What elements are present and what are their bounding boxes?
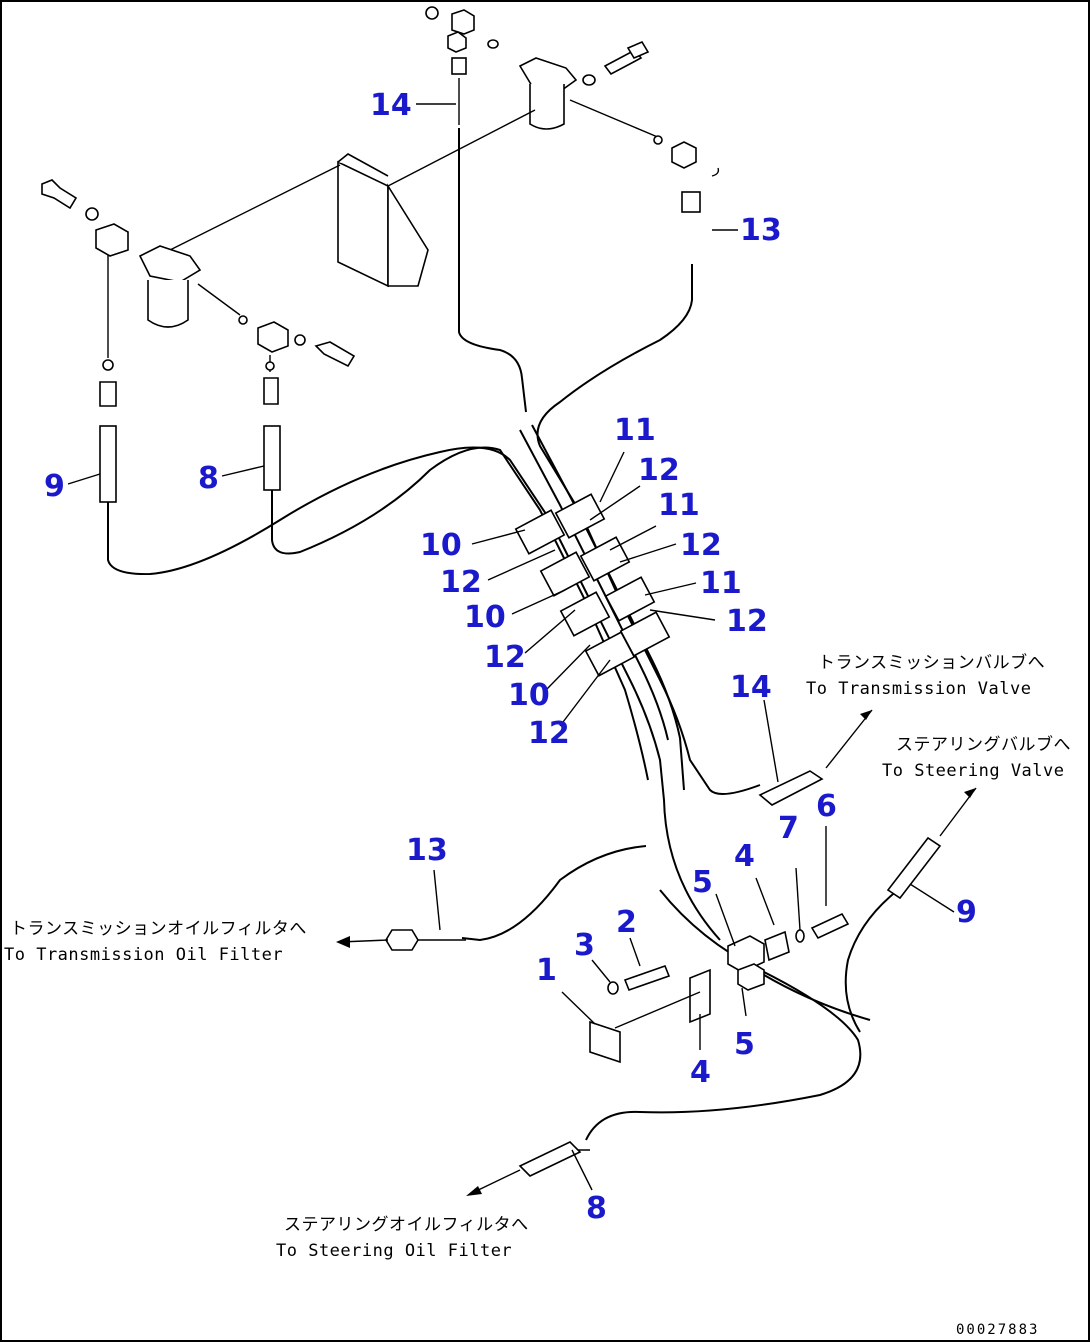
left-filter-assembly (41, 109, 536, 407)
callout-12: 12 (484, 640, 526, 675)
callout-9: 9 (44, 469, 65, 504)
callout-8: 8 (198, 461, 219, 496)
drawing-code: 00027883 (956, 1322, 1039, 1338)
destination-notes: トランスミッションバルブへ To Transmission Valve ステアリ… (4, 652, 1071, 1261)
callout-4: 4 (690, 1055, 711, 1090)
end-fittings (385, 770, 942, 1177)
callout-5: 5 (734, 1027, 755, 1062)
callout-14: 14 (370, 88, 412, 123)
callout-11: 11 (614, 413, 656, 448)
callout-10: 10 (508, 678, 550, 713)
callout-12: 12 (680, 528, 722, 563)
upper-filter-assembly (425, 6, 720, 213)
callout-5: 5 (692, 865, 713, 900)
callout-11: 11 (658, 488, 700, 523)
callout-10: 10 (464, 600, 506, 635)
callout-6: 6 (816, 789, 837, 824)
callout-8: 8 (586, 1191, 607, 1226)
callout-12: 12 (440, 565, 482, 600)
callout-12: 12 (638, 453, 680, 488)
callout-9: 9 (956, 895, 977, 930)
direction-arrows (336, 709, 977, 1196)
callout-labels: 14 13 9 8 11 12 11 10 12 12 11 12 10 12 … (44, 88, 977, 1226)
callout-4: 4 (734, 839, 755, 874)
callout-1: 1 (536, 953, 557, 988)
lower-bracket-parts (589, 912, 850, 1064)
callout-12: 12 (726, 604, 768, 639)
note-steer-valve-en: To Steering Valve (882, 761, 1065, 781)
note-trans-filter-en: To Transmission Oil Filter (4, 945, 283, 965)
clamp-stack (514, 493, 671, 677)
note-trans-filter-jp: トランスミッションオイルフィルタへ (10, 919, 307, 939)
note-trans-valve-jp: トランスミッションバルブへ (818, 652, 1045, 673)
hose-lines (107, 128, 899, 1151)
callout-13: 13 (406, 833, 448, 868)
callout-2: 2 (616, 905, 637, 940)
note-steer-filter-jp: ステアリングオイルフィルタへ (284, 1215, 529, 1235)
callout-3: 3 (574, 928, 595, 963)
callout-13: 13 (740, 213, 782, 248)
callout-10: 10 (420, 528, 462, 563)
callout-11: 11 (700, 566, 742, 601)
note-steer-valve-jp: ステアリングバルブへ (896, 734, 1071, 755)
note-trans-valve-en: To Transmission Valve (806, 679, 1031, 699)
callout-7: 7 (778, 811, 799, 846)
callout-14: 14 (730, 670, 772, 705)
leader-lines (67, 103, 955, 1191)
note-steer-filter-en: To Steering Oil Filter (276, 1241, 512, 1261)
callout-12: 12 (528, 716, 570, 751)
